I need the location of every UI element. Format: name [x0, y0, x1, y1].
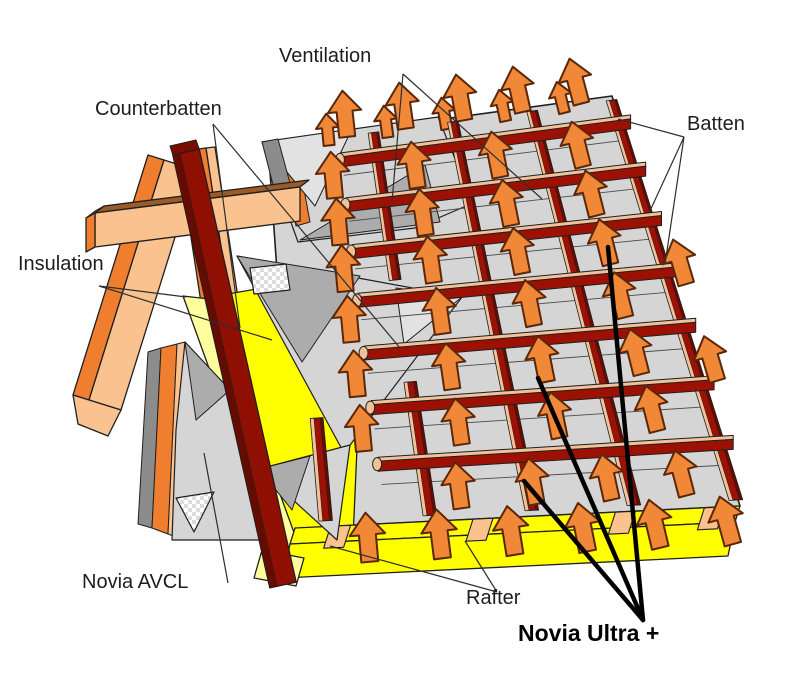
- label-batten: Batten: [687, 113, 745, 135]
- label-novia-avcl: Novia AVCL: [82, 571, 189, 593]
- label-novia-ultra: Novia Ultra +: [518, 620, 660, 646]
- label-rafter: Rafter: [466, 587, 521, 609]
- label-counterbatten: Counterbatten: [95, 98, 222, 120]
- label-ventilation: Ventilation: [279, 45, 372, 67]
- label-insulation: Insulation: [18, 253, 104, 275]
